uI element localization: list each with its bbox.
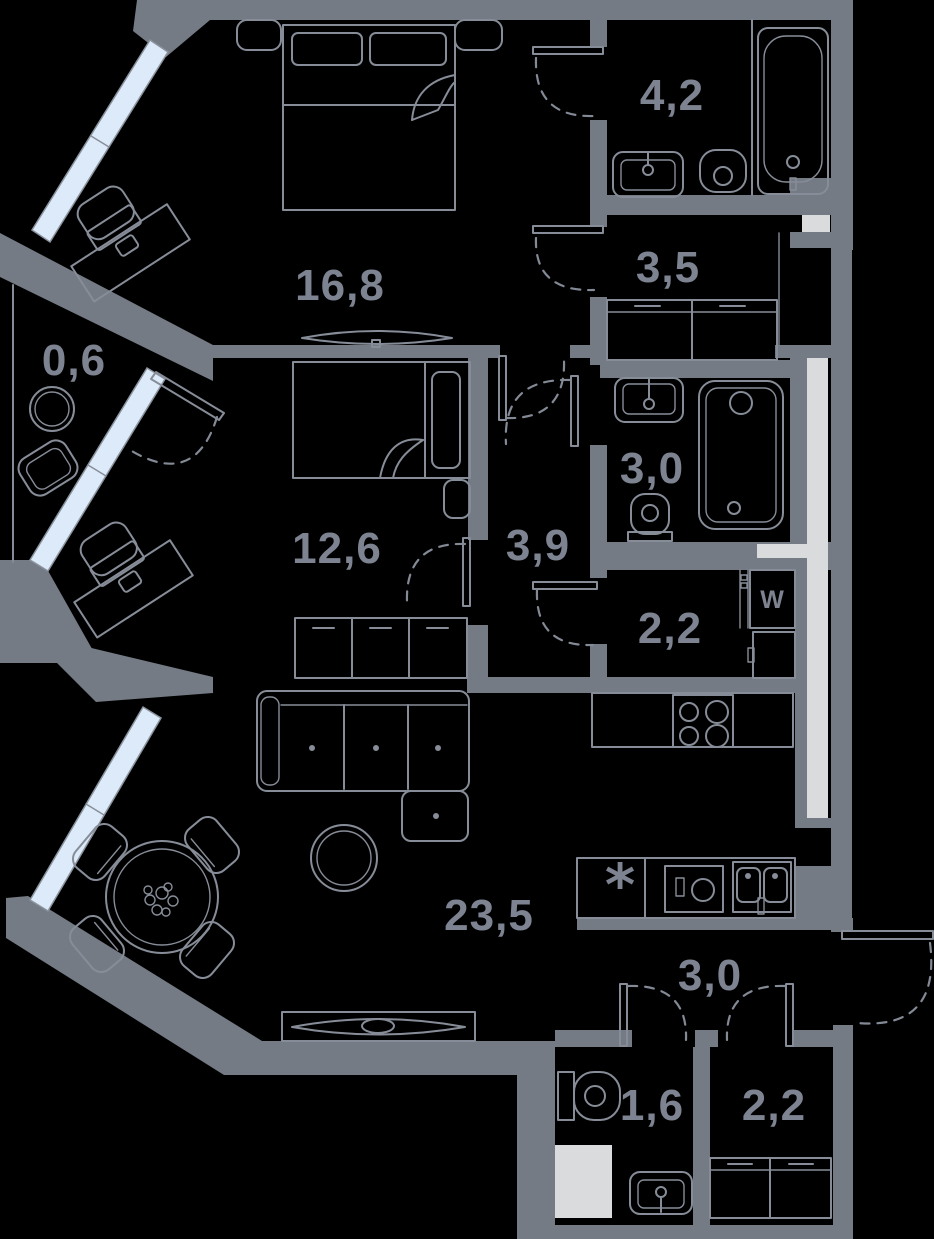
door-leaf-wc (619, 983, 628, 1047)
door-arc-bathroom-small (504, 378, 572, 446)
door-arc-storage (534, 236, 596, 292)
toilet-bathroom-big (699, 149, 747, 193)
service-shafts (757, 215, 830, 818)
shower-tray (555, 1145, 612, 1218)
dining-chair-ne (183, 816, 241, 874)
bed-double (282, 24, 456, 211)
door-arc-balcony (128, 415, 219, 465)
nightstand-second (443, 479, 471, 519)
door-arc-bedroom-second (504, 358, 566, 420)
closet-shelves (709, 1157, 832, 1219)
tv-bedroom-main (301, 330, 453, 348)
desk-chair-main (76, 185, 135, 241)
door-leaf-bathroom-big (532, 46, 604, 55)
washing-machine (749, 569, 796, 629)
laundry-fixtures (739, 569, 796, 679)
shaft-small (802, 215, 830, 232)
kitchen-counter-top (591, 692, 794, 748)
plant-icon (143, 882, 179, 917)
bathtub (757, 27, 829, 195)
room-label-bedroom-main: 16,8 (295, 261, 385, 310)
dining-chair-nw (71, 823, 129, 881)
room-label-hall-inner: 3,9 (506, 521, 570, 570)
coffee-table (310, 824, 378, 892)
room-label-bathroom-big: 4,2 (640, 71, 704, 120)
tv-living (281, 1011, 476, 1042)
kitchen-counter-bottom (576, 857, 796, 919)
room-label-closet: 2,2 (742, 1081, 806, 1130)
door-leaf-bathroom-small (570, 375, 579, 447)
doors (128, 46, 934, 1047)
desk-main (70, 185, 191, 303)
room-label-balcony: 0,6 (42, 336, 106, 385)
windows (12, 38, 170, 913)
desk-second (73, 521, 194, 639)
nightstand-right (454, 19, 503, 51)
room-label-hallway-entry: 3,0 (678, 951, 742, 1000)
dresser (294, 617, 468, 679)
sofa-chaise (401, 790, 469, 842)
door-leaf-closet (785, 983, 794, 1047)
door-leaf-bedroom-second (498, 355, 507, 421)
dining-chair-sw (68, 915, 126, 973)
room-label-bathroom-small: 3,0 (620, 444, 684, 493)
door-leaf-entry (841, 930, 934, 940)
washer-label: W (760, 586, 784, 614)
stove (672, 694, 734, 748)
wc-fixtures (555, 1071, 693, 1218)
room-label-storage: 3,5 (636, 243, 700, 292)
door-arc-entry (855, 941, 933, 1025)
room-label-laundry: 2,2 (638, 604, 702, 653)
bed-second (292, 361, 471, 479)
toilet-wc (557, 1071, 621, 1121)
nightstand-left (236, 19, 282, 51)
walls (0, 0, 853, 1239)
door-arc-bathroom-big (534, 56, 596, 118)
sink-bathroom-big (612, 151, 684, 198)
shower-bath (698, 380, 784, 530)
sofa (256, 690, 470, 842)
bathroom-small-fixtures (614, 377, 784, 542)
window-bedroom-second (28, 366, 167, 573)
room-label-wc: 1,6 (620, 1081, 684, 1130)
laundry-appliance (752, 631, 796, 679)
room-labels: 16,8 0,6 12,6 3,9 23,5 4,2 3,5 3,0 2,2 3… (42, 71, 806, 1130)
door-leaf-hall (462, 537, 471, 607)
door-leaf-balcony (150, 371, 225, 421)
door-leaf-storage (532, 225, 604, 234)
room-label-bedroom-second: 12,6 (292, 524, 382, 573)
fridge-star-symbol: * (605, 851, 635, 919)
sink-bathroom-small (614, 377, 684, 423)
balcony-chair (17, 439, 79, 497)
kitchen-sink (732, 861, 792, 915)
dining-table (105, 840, 219, 954)
balcony-table (29, 386, 75, 432)
room-label-living: 23,5 (444, 891, 534, 940)
dishwasher (664, 865, 724, 913)
storage-cabinets (606, 232, 780, 361)
bathroom-big-fixtures (612, 19, 829, 198)
shaft-notch (757, 544, 807, 558)
door-leaf-laundry (532, 581, 598, 590)
desk-chair-second (79, 521, 138, 577)
shaft-vertical (807, 358, 828, 818)
toilet-bathroom-small (627, 493, 673, 542)
door-arc-hall (405, 542, 467, 604)
sink-wc (629, 1171, 693, 1215)
door-arc-laundry (535, 588, 595, 647)
dining-chair-se (178, 921, 236, 979)
